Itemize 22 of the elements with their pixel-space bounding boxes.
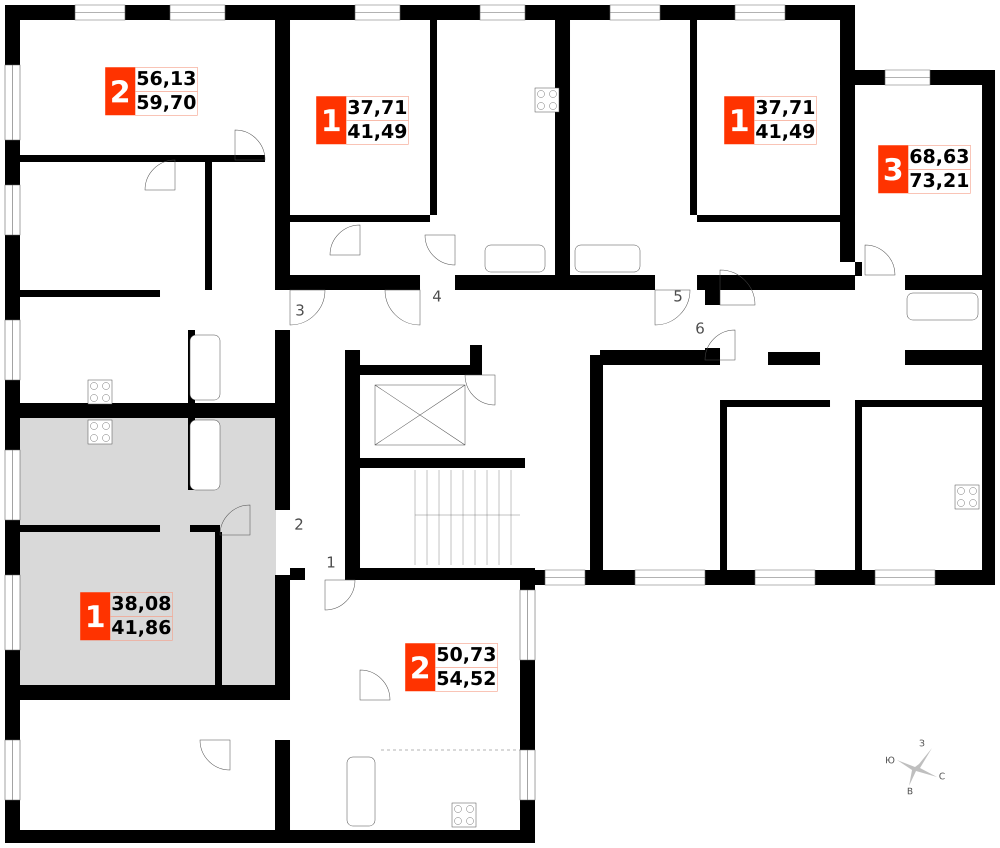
node-label: 1 <box>732 109 748 132</box>
node-label: 2 <box>112 80 128 102</box>
door-number: 2 <box>295 518 302 530</box>
node-label: 73,21 <box>910 172 968 190</box>
node-label: 54,52 <box>438 670 495 688</box>
door-number: 6 <box>696 322 704 334</box>
node-label: 59,70 <box>138 94 196 112</box>
compass-letter: В <box>908 788 912 794</box>
door-number: 1 <box>328 556 334 568</box>
node-label: 41,86 <box>112 620 170 637</box>
node-label: 2 <box>412 656 428 678</box>
door-number: 5 <box>674 290 682 302</box>
node-label: 3 <box>884 158 902 181</box>
compass-letter: С <box>939 772 945 780</box>
node-label: 37,71 <box>756 100 814 117</box>
compass-letter: Ю <box>886 756 894 764</box>
node-label: 1 <box>324 109 340 132</box>
node-label: 37,71 <box>348 100 406 117</box>
compass-letter: З <box>920 740 924 746</box>
door-number: 3 <box>296 304 304 316</box>
door-number: 4 <box>432 290 441 302</box>
node-label: 1 <box>88 605 104 628</box>
